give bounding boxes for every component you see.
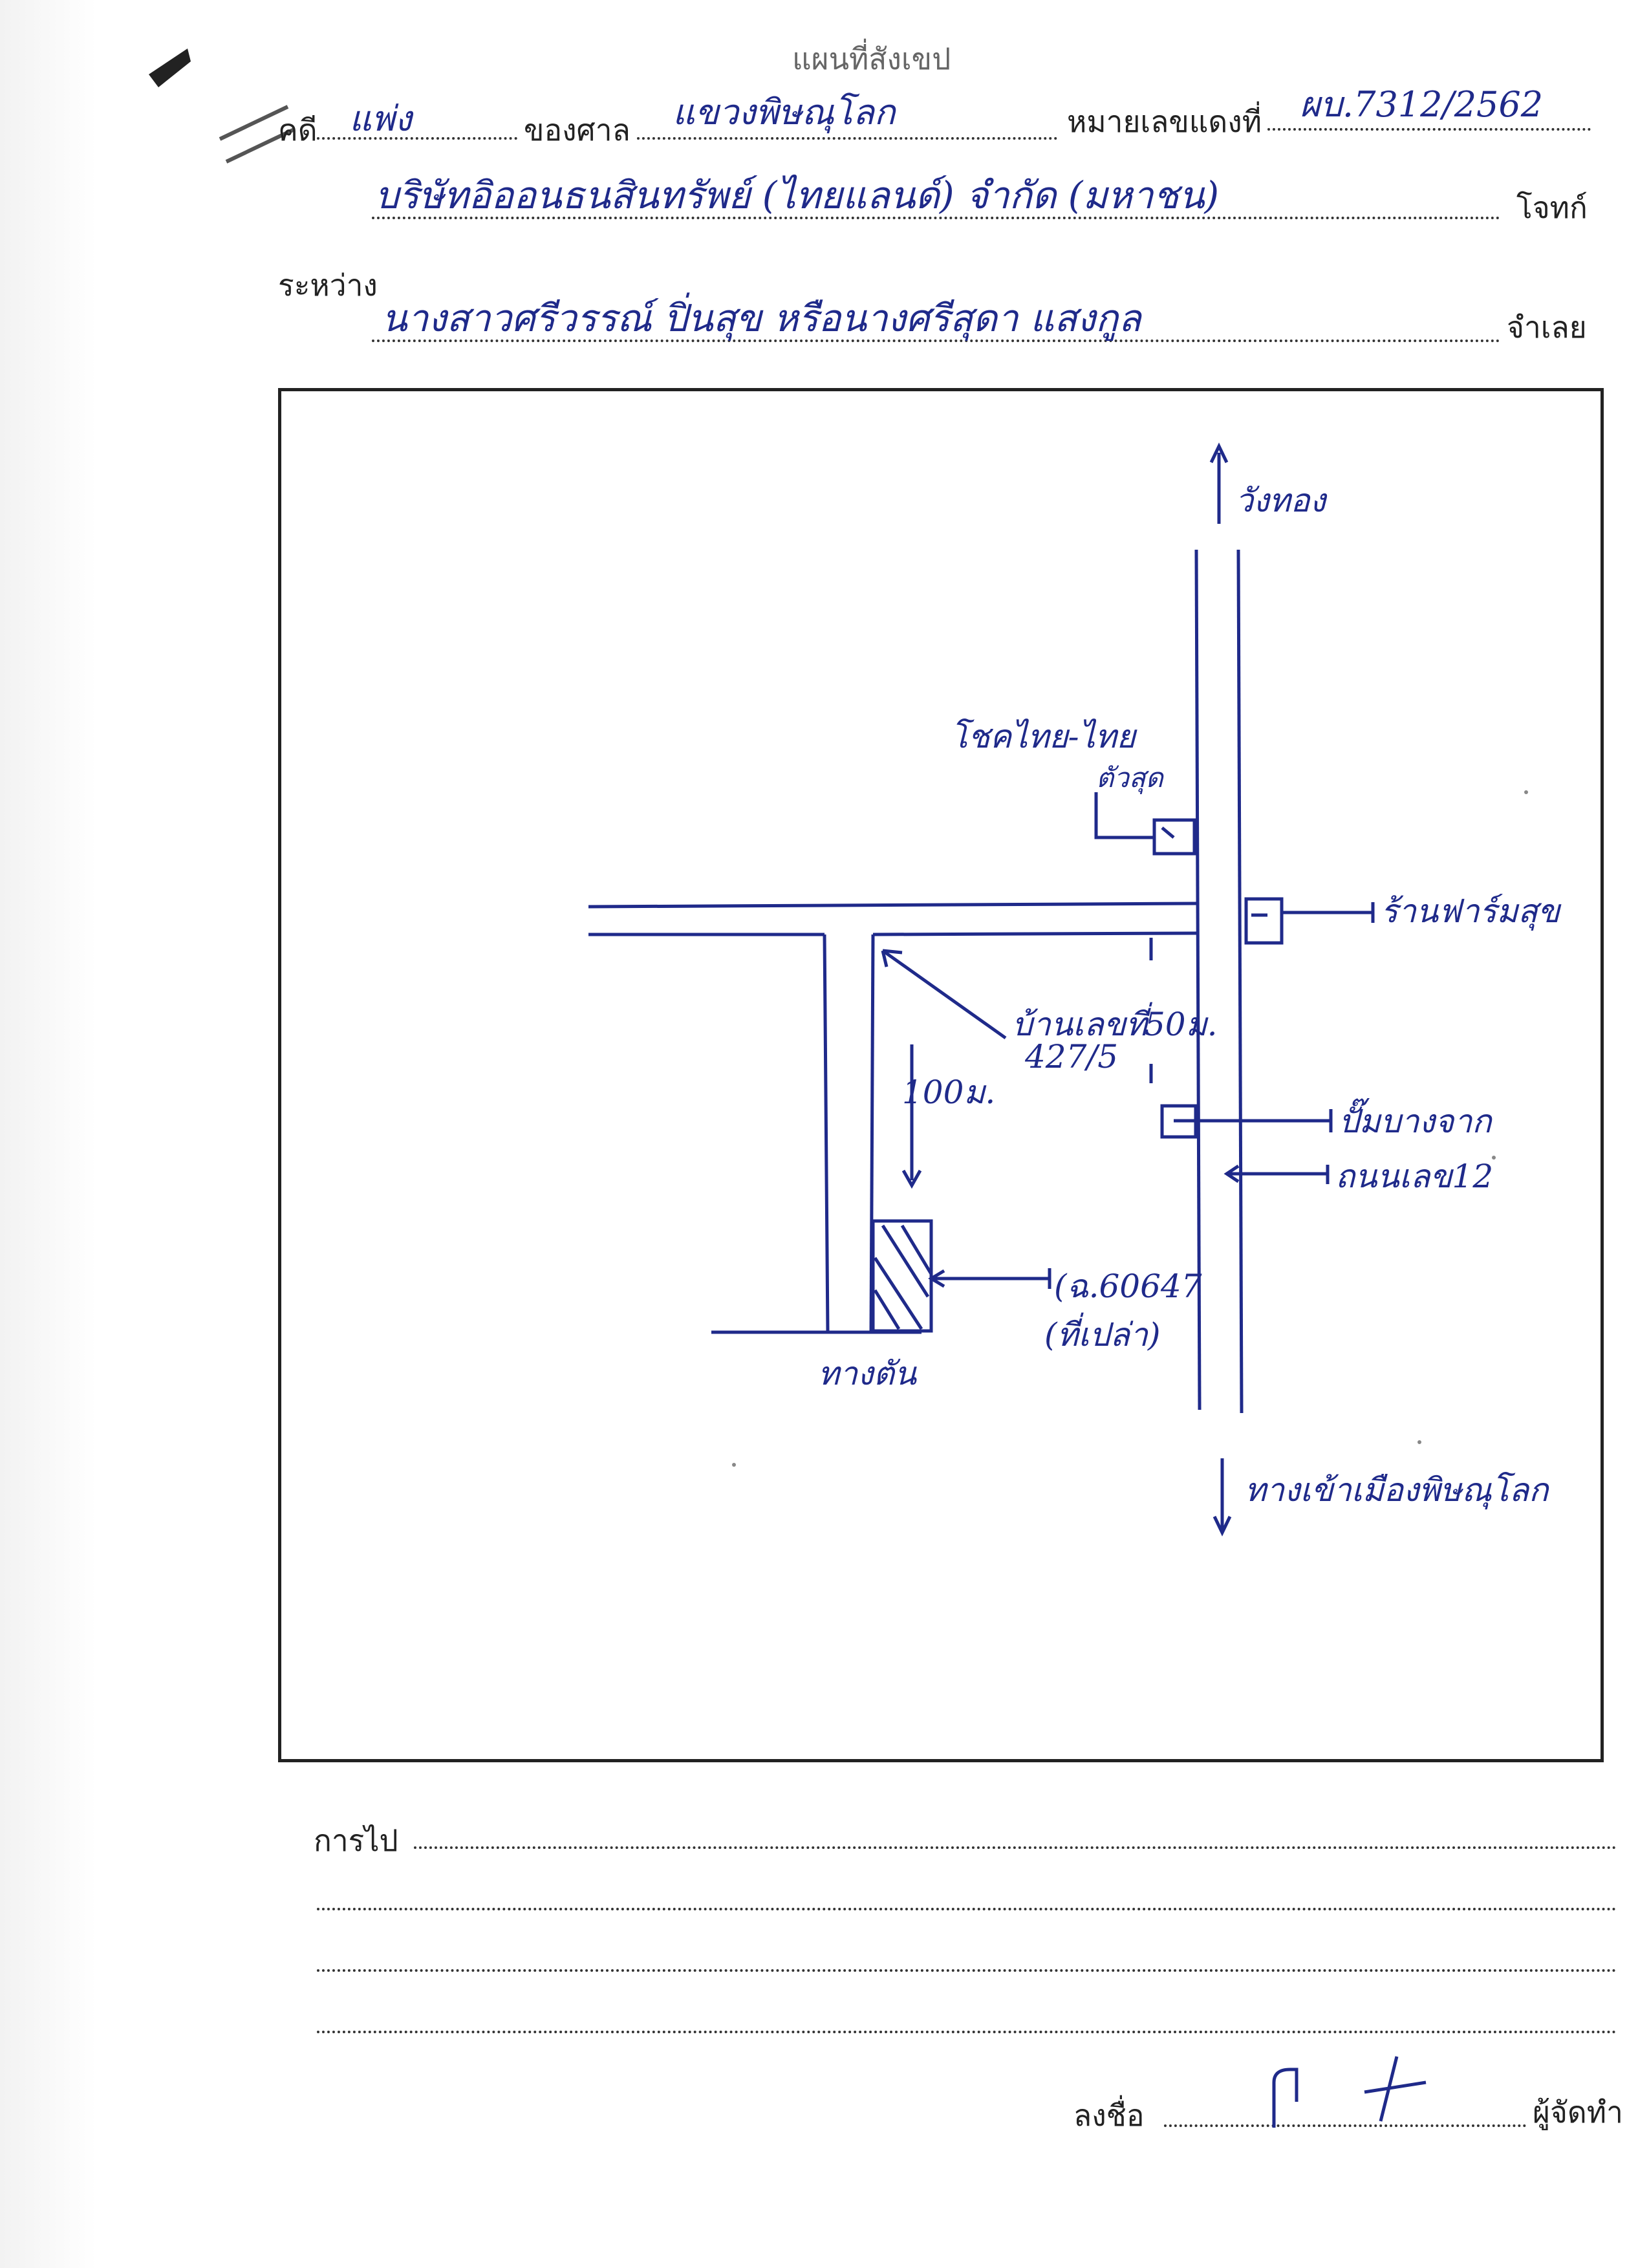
form-title: แผนที่สังเขป — [792, 41, 951, 76]
sketch-map: วังทอง โชคไทย-ไทย ตัวสุด ร้านฟาร์มสุข บ้… — [278, 388, 1604, 1762]
land-note-label: (ที่เปล่า) — [1044, 1316, 1161, 1354]
route-line-2 — [317, 1908, 1617, 1910]
red-number-label: หมายเลขแดงที่ — [1067, 104, 1262, 139]
south-label: ทางเข้าเมืองพิษณุโลก — [1245, 1471, 1549, 1509]
farm-shop-box — [1244, 897, 1284, 945]
red-number-line — [1267, 128, 1591, 131]
case-type: แพ่ง — [349, 98, 412, 139]
house-label: บ้านเลขที่ — [1012, 1006, 1147, 1043]
red-number: ผบ.7312/2562 — [1300, 84, 1544, 125]
store-label-line1: โชคไทย-ไทย — [951, 718, 1136, 755]
court-label: ของศาล — [524, 113, 630, 147]
route-line-1 — [414, 1846, 1617, 1849]
defendant-name: นางสาวศรีวรรณ์ ปิ่นสุข หรือนางศรีสุดา แส… — [382, 296, 1141, 340]
defendant-line — [372, 340, 1500, 342]
signature-line — [1164, 2124, 1526, 2127]
north-label: วังทอง — [1235, 482, 1326, 519]
plaintiff-line — [372, 217, 1500, 219]
road-label: ถนนเลข12 — [1335, 1158, 1494, 1195]
scan-page-edge — [0, 0, 97, 2268]
deadend-label: ทางตัน — [818, 1355, 917, 1392]
land-deed-label: (ฉ.60647 — [1054, 1268, 1202, 1305]
defendant-label: จำเลย — [1507, 310, 1587, 345]
house-pointer — [881, 949, 1007, 1040]
between-label: ระหว่าง — [278, 268, 378, 303]
route-line-3 — [317, 1969, 1617, 1972]
land-plot — [871, 1219, 933, 1333]
court-name: แขวงพิษณุโลก — [673, 92, 896, 133]
highway-left-edge — [1194, 549, 1202, 1410]
farm-shop-label: ร้านฟาร์มสุข — [1381, 892, 1560, 930]
house-number: 427/5 — [1025, 1038, 1119, 1075]
plaintiff-name: บริษัทอิออนธนสินทรัพย์ (ไทยแลนด์) จำกัด … — [375, 173, 1220, 217]
highway-right-edge — [1236, 549, 1244, 1414]
case-label: คดี — [278, 113, 318, 147]
plaintiff-label: โจทก์ — [1516, 190, 1588, 225]
court-name-line — [637, 137, 1057, 140]
distance-100-label: 100ม. — [902, 1074, 996, 1111]
soi-left-edge — [823, 934, 830, 1333]
sign-label: ลงชื่อ — [1073, 2098, 1145, 2133]
map-drawing — [588, 442, 1528, 1537]
maker-label: ผู้จัดทำ — [1533, 2095, 1623, 2130]
staple-mark — [149, 49, 296, 164]
store-box — [1152, 818, 1196, 856]
route-line-4 — [317, 2031, 1617, 2033]
signature — [1272, 2056, 1427, 2128]
route-label: การไป — [314, 1823, 398, 1858]
house-distance: 50ม. — [1145, 1006, 1218, 1043]
case-type-line — [317, 137, 517, 140]
pump-label: ปั๊มบางจาก — [1339, 1103, 1492, 1140]
store-label-line2: ตัวสุด — [1096, 762, 1163, 794]
side-road-top-edge — [588, 902, 1199, 909]
